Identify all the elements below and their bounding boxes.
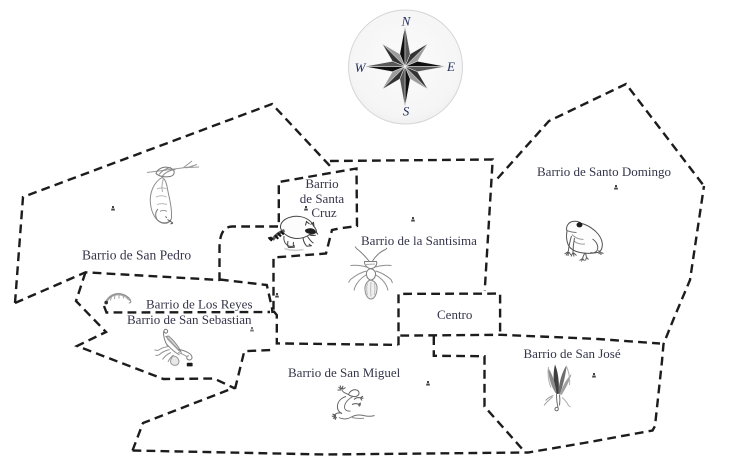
- svg-text:Barrio de San Miguel: Barrio de San Miguel: [288, 365, 401, 380]
- svg-text:W: W: [355, 60, 367, 75]
- svg-text:Barrio de San Sebastian: Barrio de San Sebastian: [127, 312, 252, 327]
- svg-text:Barrio: Barrio: [305, 176, 338, 191]
- svg-text:S: S: [403, 104, 410, 119]
- svg-text:Cruz: Cruz: [311, 205, 337, 220]
- svg-text:E: E: [446, 59, 455, 74]
- svg-text:N: N: [401, 14, 412, 29]
- svg-text:Barrio de San José: Barrio de San José: [524, 346, 621, 361]
- svg-text:Barrio de Santo Domingo: Barrio de Santo Domingo: [537, 164, 671, 179]
- svg-text:de Santa: de Santa: [300, 191, 345, 206]
- svg-text:Barrio de San Pedro: Barrio de San Pedro: [82, 248, 191, 263]
- svg-text:Barrio de Los Reyes: Barrio de Los Reyes: [146, 297, 253, 312]
- svg-text:Barrio de la Santisima: Barrio de la Santisima: [361, 233, 477, 248]
- svg-text:Centro: Centro: [437, 307, 472, 322]
